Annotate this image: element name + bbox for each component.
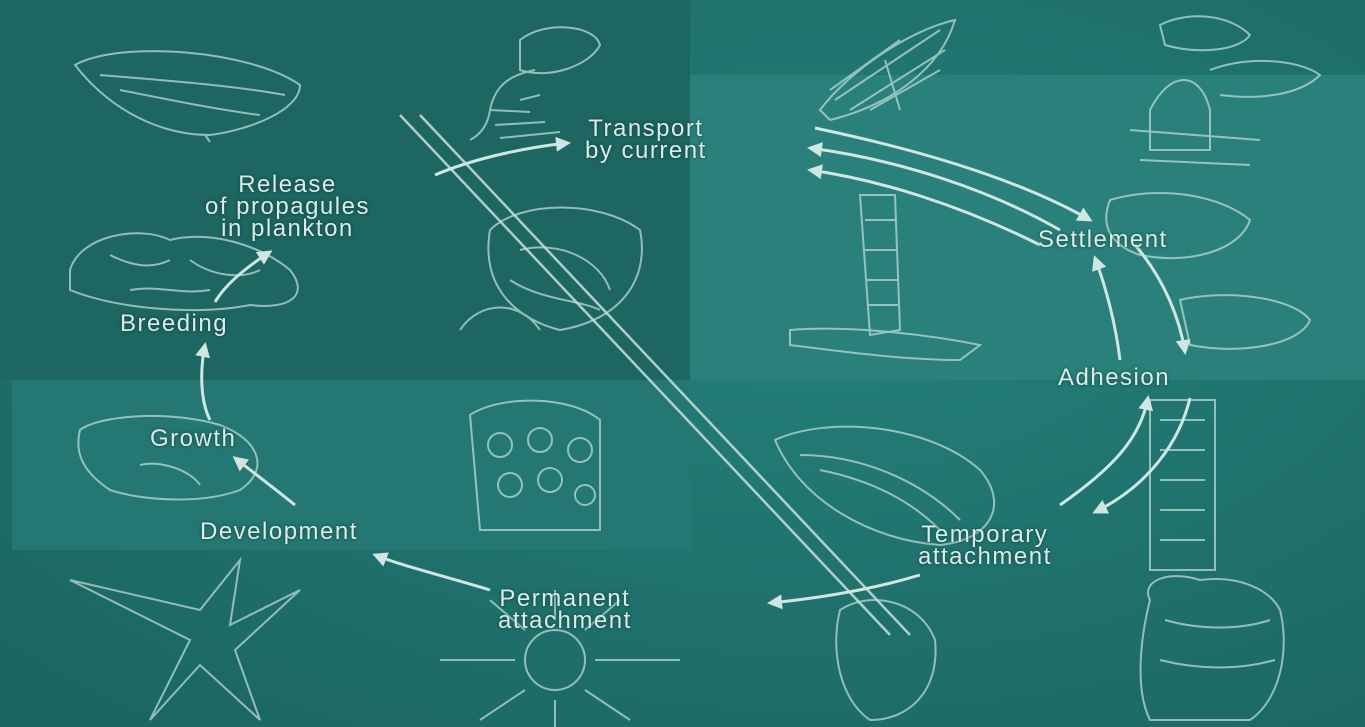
sponge-sketch-icon — [1106, 193, 1310, 349]
label-settlement: Settlement — [1038, 229, 1168, 251]
hydroid-sketch-icon — [470, 27, 600, 140]
arrow-temporary-to-adhesion — [1060, 398, 1148, 505]
barnacle-sketch-icon — [1150, 400, 1215, 570]
sea-anemone-sketch-icon — [1130, 16, 1320, 165]
arrow-adhesion-to-settlement — [1095, 258, 1120, 360]
label-line: by current — [585, 140, 707, 162]
label-adhesion: Adhesion — [1058, 367, 1170, 389]
diagonal-divider — [400, 115, 910, 635]
ascidian-sketch-icon — [460, 208, 642, 331]
feather-hydroid-sketch-icon — [820, 20, 955, 120]
label-development: Development — [200, 521, 358, 543]
arrow-growth-to-breeding — [202, 345, 210, 420]
tubeworm-sketch-icon — [790, 195, 980, 360]
arrow-breeding-to-release — [215, 252, 270, 302]
coral-sketch-icon — [470, 401, 600, 530]
arrow-development-to-growth — [235, 458, 295, 505]
label-temporary-attachment: Temporary attachment — [918, 524, 1052, 568]
label-breeding: Breeding — [120, 313, 228, 335]
tunicate-sketch-icon — [1141, 576, 1284, 720]
arrow-release-to-transport — [435, 143, 568, 175]
label-line: in plankton — [205, 218, 370, 240]
bryozoan-colony-sketch-icon — [70, 233, 298, 310]
oyster-sketch-icon — [836, 600, 935, 720]
label-transport-by-current: Transport by current — [585, 118, 707, 162]
jellyfish-sketch-icon — [75, 51, 300, 142]
label-permanent-attachment: Permanent attachment — [498, 588, 632, 632]
arrow-settlement-to-adhesion — [1135, 245, 1185, 352]
label-growth: Growth — [150, 428, 236, 450]
label-line: attachment — [498, 610, 632, 632]
sea-star-sketch-icon — [70, 560, 300, 720]
label-line: attachment — [918, 546, 1052, 568]
arrow-permanent-to-development — [375, 555, 490, 590]
label-release-of-propagules: Release of propagules in plankton — [205, 174, 370, 240]
